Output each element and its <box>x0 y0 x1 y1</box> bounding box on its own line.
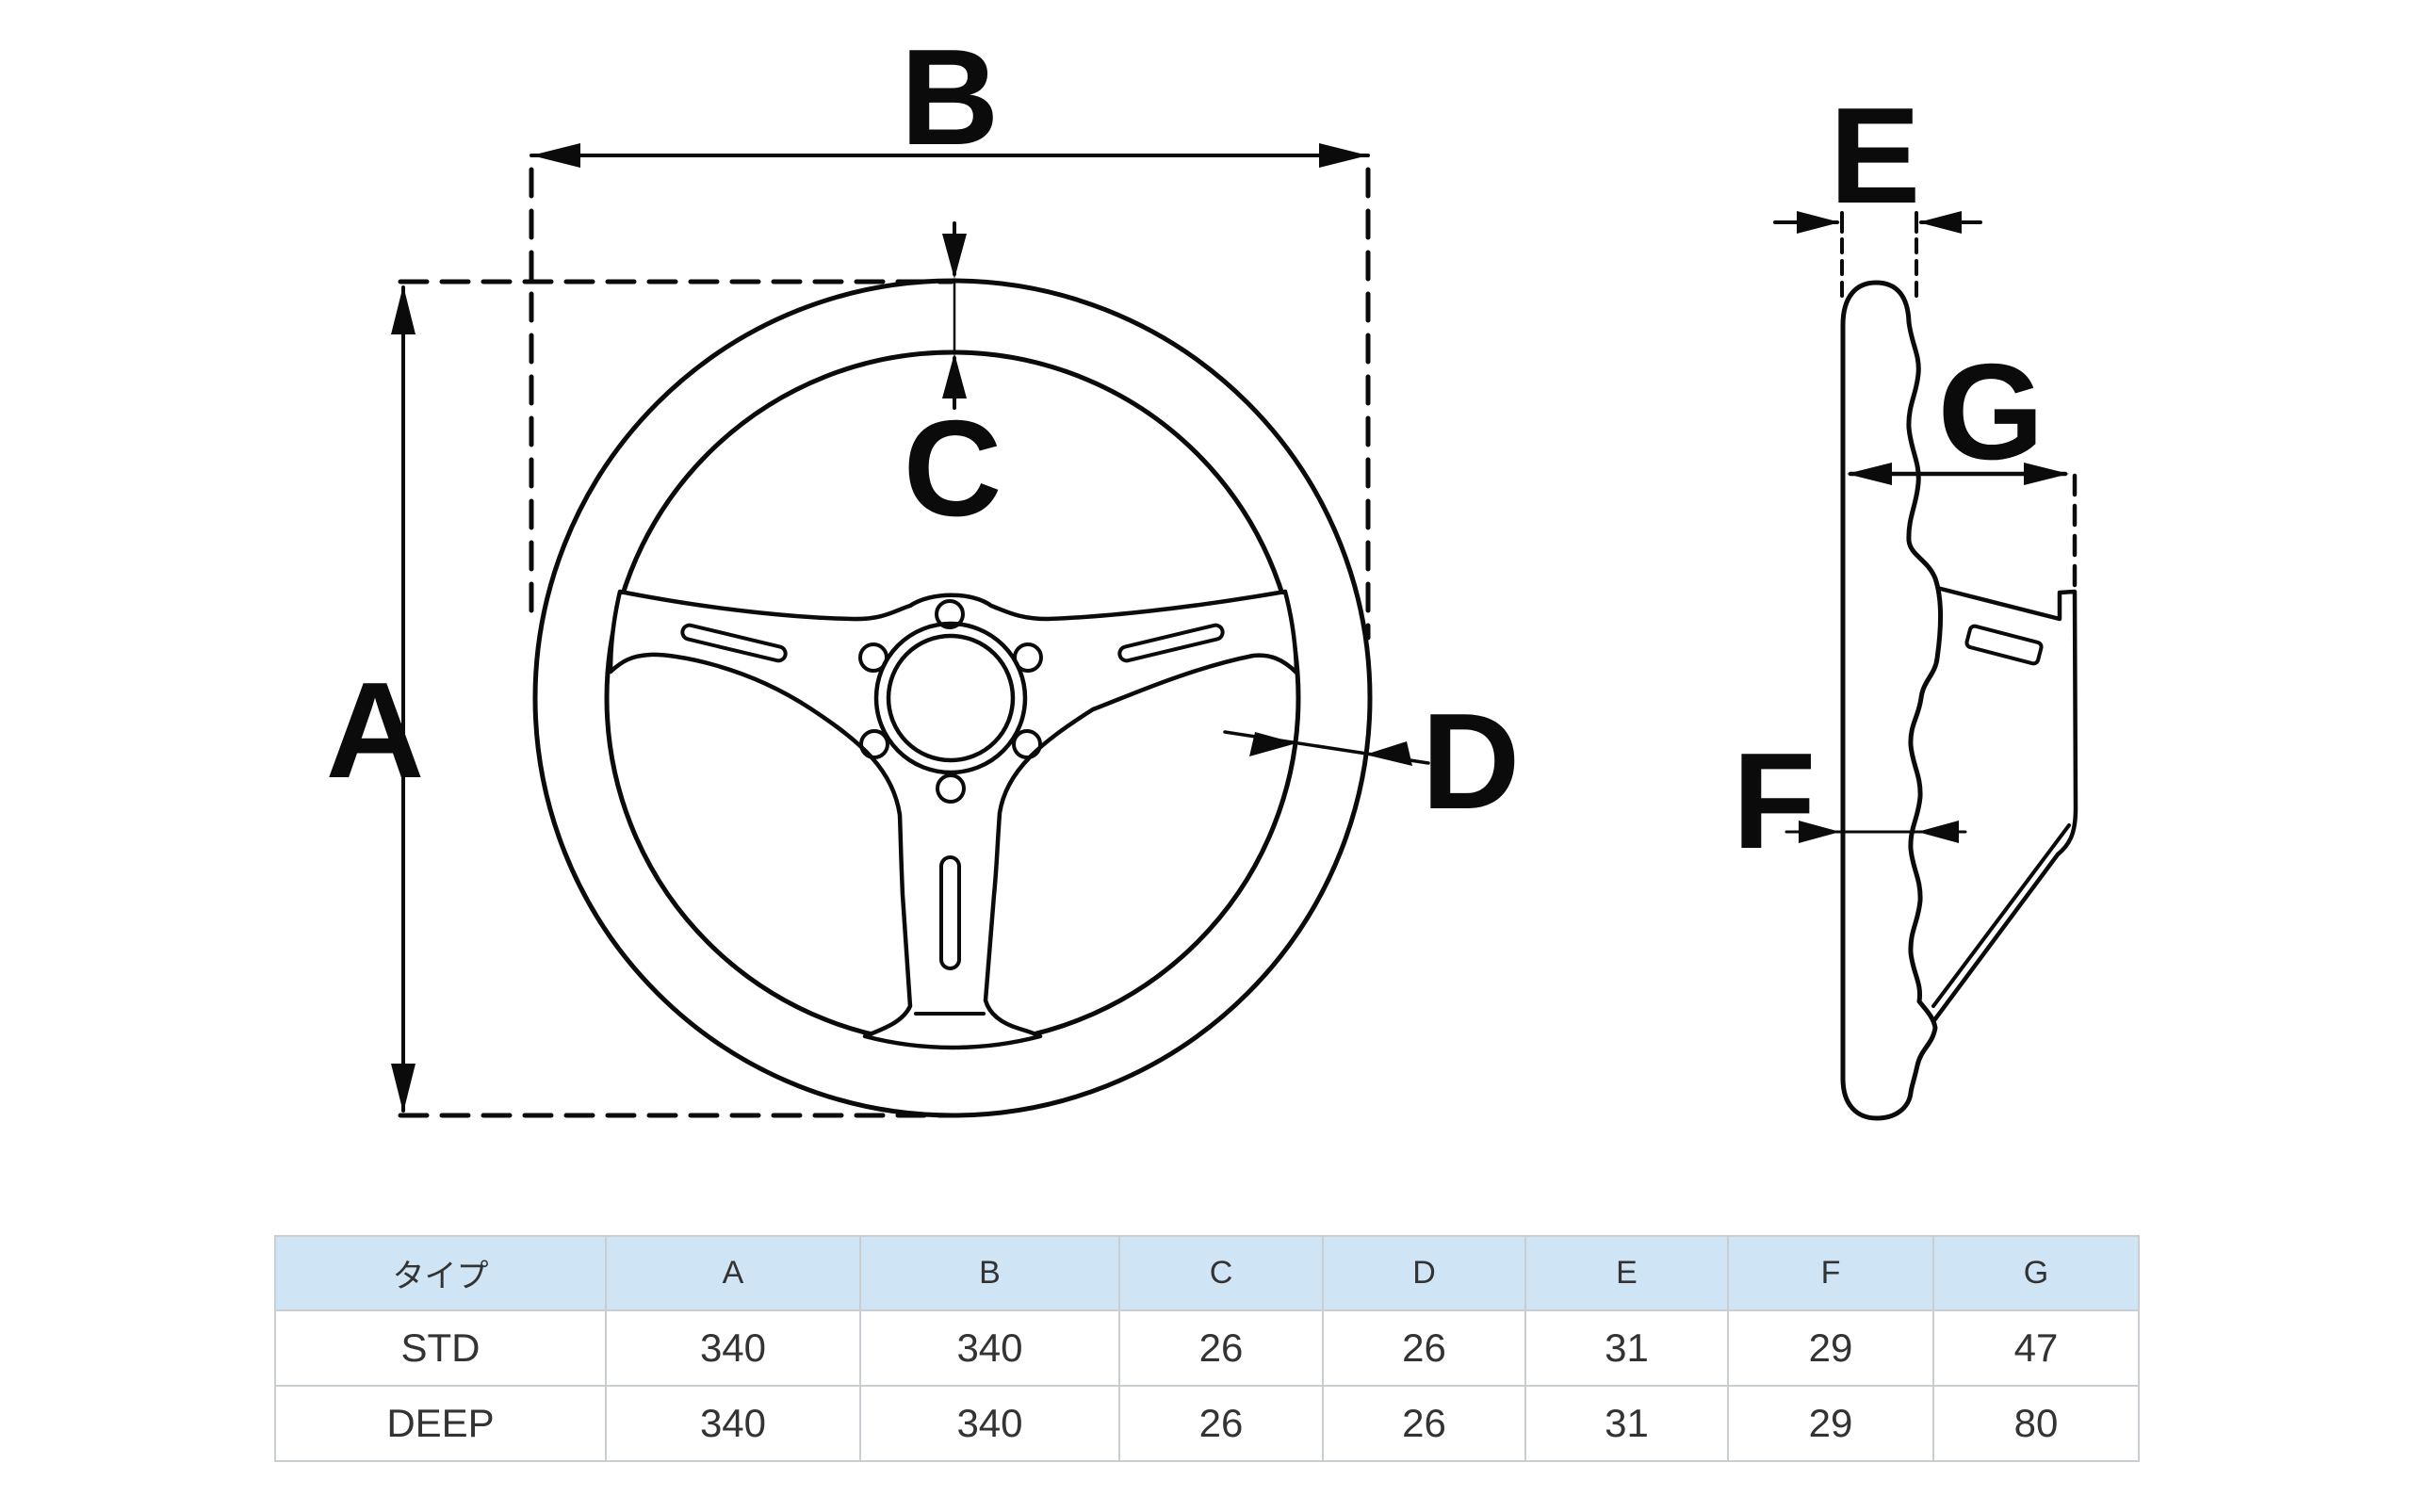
side-spoke-inner-line <box>1931 823 2071 1008</box>
deep-b: 340 <box>859 1385 1120 1462</box>
deep-type: DEEP <box>274 1385 607 1462</box>
spec-row-deep: DEEP 340 340 26 26 31 29 80 <box>274 1385 2140 1462</box>
deep-e: 31 <box>1524 1385 1729 1462</box>
header-type: タイプ <box>274 1235 607 1311</box>
arrowheads <box>391 143 2069 1113</box>
left-spoke-slot <box>680 623 788 663</box>
dim-label-f: F <box>1733 724 1817 877</box>
std-c: 26 <box>1118 1309 1324 1387</box>
header-a: A <box>605 1235 861 1311</box>
dim-label-g: G <box>1938 335 2045 488</box>
side-view <box>1840 280 2078 1121</box>
bolt-hole-lower-right <box>1012 729 1042 759</box>
std-g: 47 <box>1932 1309 2140 1387</box>
deep-d: 26 <box>1322 1385 1526 1462</box>
deep-f: 29 <box>1727 1385 1934 1462</box>
deep-c: 26 <box>1118 1385 1324 1462</box>
std-type: STD <box>274 1309 607 1387</box>
std-f: 29 <box>1727 1309 1934 1387</box>
std-d: 26 <box>1322 1309 1526 1387</box>
std-b: 340 <box>859 1309 1120 1387</box>
header-b: B <box>859 1235 1120 1311</box>
std-a: 340 <box>605 1309 861 1387</box>
arrow-b-right <box>1319 143 1368 168</box>
dimension-labels: A B C D E F G <box>326 21 2045 877</box>
deep-a: 340 <box>605 1385 861 1462</box>
arrow-g-left <box>1847 463 1892 485</box>
header-g: G <box>1932 1235 2140 1311</box>
diagram-svg: A B C D E F G <box>326 21 2078 1121</box>
hub-inner-circle <box>886 633 1016 763</box>
bolt-hole-upper-right <box>1013 642 1043 673</box>
right-spoke-slot <box>1117 623 1225 663</box>
spec-table: タイプ A B C D E F G STD 340 340 26 26 31 2… <box>274 1235 2140 1462</box>
header-e: E <box>1524 1235 1729 1311</box>
dimension-annotations: A B C D E F G <box>326 21 2078 1118</box>
spec-table-header-row: タイプ A B C D E F G <box>274 1235 2140 1311</box>
arrow-a-top <box>391 285 416 334</box>
bolt-hole-bottom <box>936 773 966 804</box>
arrow-e-left <box>1797 211 1840 234</box>
bolt-hole-upper-left <box>858 642 888 673</box>
dim-label-c: C <box>904 392 1002 545</box>
arrow-c-down <box>942 234 967 279</box>
arrow-f-left <box>1799 821 1840 843</box>
arrow-f-right <box>1917 821 1959 843</box>
dim-label-e: E <box>1830 79 1921 232</box>
hub-outer-circle <box>873 621 1028 775</box>
arrow-g-right <box>2024 463 2069 485</box>
deep-g: 80 <box>1932 1385 2140 1462</box>
bolt-hole-top <box>935 599 965 629</box>
spoke-plate <box>608 589 1299 1050</box>
header-f: F <box>1727 1235 1934 1311</box>
arrow-e-right <box>1918 211 1962 234</box>
arrow-a-bottom <box>391 1064 416 1113</box>
dim-label-b: B <box>901 21 1000 173</box>
bolt-hole-lower-left <box>859 729 889 759</box>
spec-row-std: STD 340 340 26 26 31 29 47 <box>274 1309 2140 1387</box>
arrow-c-up <box>942 353 967 398</box>
header-c: C <box>1118 1235 1324 1311</box>
side-rim-profile <box>1840 280 1943 1121</box>
arrow-d-left <box>1365 741 1412 766</box>
dim-label-a: A <box>326 654 425 806</box>
std-e: 31 <box>1524 1309 1729 1387</box>
arrow-d-right <box>1249 732 1296 756</box>
dim-label-d: D <box>1422 685 1521 837</box>
arrow-b-left <box>531 143 580 168</box>
side-spoke-slot <box>1964 624 2044 666</box>
bottom-spoke-slot <box>939 855 961 970</box>
header-d: D <box>1322 1235 1526 1311</box>
